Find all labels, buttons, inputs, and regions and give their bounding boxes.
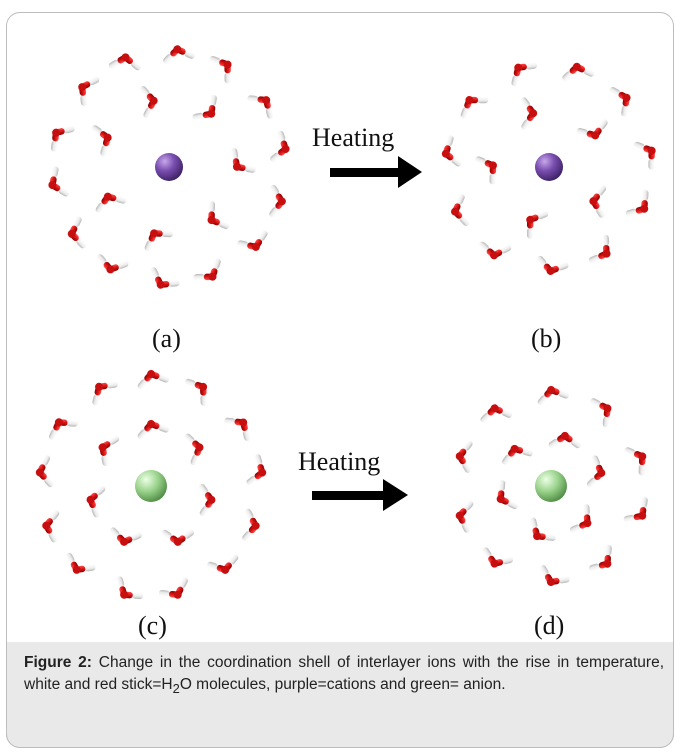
water-molecule — [589, 185, 607, 218]
water-molecule — [91, 125, 112, 157]
water-molecule — [451, 194, 470, 226]
water-molecule — [49, 418, 78, 440]
water-molecule — [48, 166, 70, 197]
water-molecule — [163, 45, 195, 64]
water-molecule — [520, 97, 538, 130]
water-molecule — [460, 96, 489, 119]
water-molecule — [86, 485, 106, 518]
water-molecule — [207, 554, 239, 574]
water-molecule — [590, 398, 612, 428]
water-molecule — [625, 189, 649, 217]
water-molecule — [496, 480, 519, 510]
water-molecule — [623, 496, 648, 523]
water-molecule — [526, 210, 549, 239]
cation-sphere-a — [155, 153, 183, 181]
caption-subscript: 2 — [172, 681, 180, 697]
water-molecule — [96, 254, 129, 274]
water-molecule — [588, 234, 611, 264]
water-molecule — [247, 95, 274, 119]
water-molecule — [536, 255, 569, 275]
water-molecule — [548, 431, 581, 449]
water-molecule — [539, 565, 570, 586]
panel-label-a: (a) — [152, 324, 181, 353]
panel-a-molecules — [48, 45, 290, 289]
water-molecule — [78, 76, 100, 106]
water-molecule — [569, 504, 592, 533]
water-molecule — [150, 267, 180, 289]
water-molecule — [242, 508, 260, 541]
water-molecule — [270, 130, 290, 163]
water-molecule — [193, 258, 221, 281]
water-molecule — [479, 241, 512, 260]
water-molecule — [480, 404, 513, 423]
water-molecule — [50, 125, 75, 152]
anion-sphere-c — [135, 470, 167, 502]
water-molecule — [158, 577, 188, 599]
water-molecule — [144, 229, 173, 252]
water-molecule — [108, 53, 142, 71]
water-molecule — [624, 447, 647, 476]
panel-b-molecules — [441, 62, 656, 275]
water-molecule — [207, 201, 230, 230]
figure-illustration: Heating Heating (a) (b) (c) (d) — [35, 45, 656, 640]
panel-label-c: (c) — [138, 611, 167, 640]
water-molecule — [633, 141, 656, 170]
water-molecule — [109, 527, 142, 546]
water-molecule — [198, 484, 216, 517]
caption-text-1: Change in the coordination shell of inte… — [24, 654, 664, 693]
panel-d-molecules — [455, 386, 648, 586]
panel-label-b: (b) — [531, 324, 561, 353]
figure-card — [6, 12, 674, 748]
water-molecule — [192, 94, 217, 121]
caption-label: Figure 2: — [24, 654, 92, 671]
heating-arrow-top — [330, 156, 422, 188]
water-molecule — [537, 386, 570, 406]
water-molecule — [95, 192, 127, 213]
caption-text-2: O molecules, purple=cations and green= a… — [179, 676, 506, 693]
caption-box — [6, 642, 674, 748]
water-molecule — [224, 417, 251, 441]
water-molecule — [92, 381, 118, 406]
water-molecule — [455, 440, 473, 473]
water-molecule — [511, 62, 538, 87]
water-molecule — [98, 435, 120, 466]
water-molecule — [139, 85, 158, 119]
heating-label-top: Heating — [312, 123, 394, 152]
water-molecule — [502, 444, 533, 465]
water-molecule — [67, 216, 86, 249]
cation-sphere-b — [535, 153, 563, 181]
water-molecule — [137, 420, 170, 440]
water-molecule — [237, 230, 268, 251]
water-molecule — [116, 576, 144, 600]
water-molecule — [161, 529, 194, 546]
water-molecule — [209, 55, 232, 84]
water-molecule — [42, 510, 60, 543]
water-molecule — [455, 500, 474, 533]
water-molecule — [65, 552, 96, 574]
water-molecule — [269, 184, 286, 218]
water-molecule — [482, 547, 514, 568]
water-molecule — [589, 544, 612, 572]
heating-arrow-bottom — [312, 479, 408, 511]
water-molecule — [586, 455, 606, 488]
water-molecule — [475, 156, 498, 185]
water-molecule — [137, 370, 170, 390]
figure-caption: Figure 2: Change in the coordination she… — [24, 652, 664, 700]
anion-sphere-d — [535, 470, 567, 502]
water-molecule — [35, 455, 54, 488]
water-molecule — [441, 135, 462, 167]
panel-c-molecules — [35, 370, 267, 600]
water-molecule — [529, 517, 556, 541]
water-molecule — [562, 62, 595, 81]
water-molecule — [230, 148, 256, 173]
water-molecule — [184, 378, 208, 406]
water-molecule — [609, 87, 631, 117]
heating-label-bottom: Heating — [298, 447, 380, 476]
water-molecule — [184, 433, 204, 466]
water-molecule — [246, 454, 267, 486]
water-molecule — [576, 119, 608, 140]
panel-label-d: (d) — [534, 611, 564, 640]
